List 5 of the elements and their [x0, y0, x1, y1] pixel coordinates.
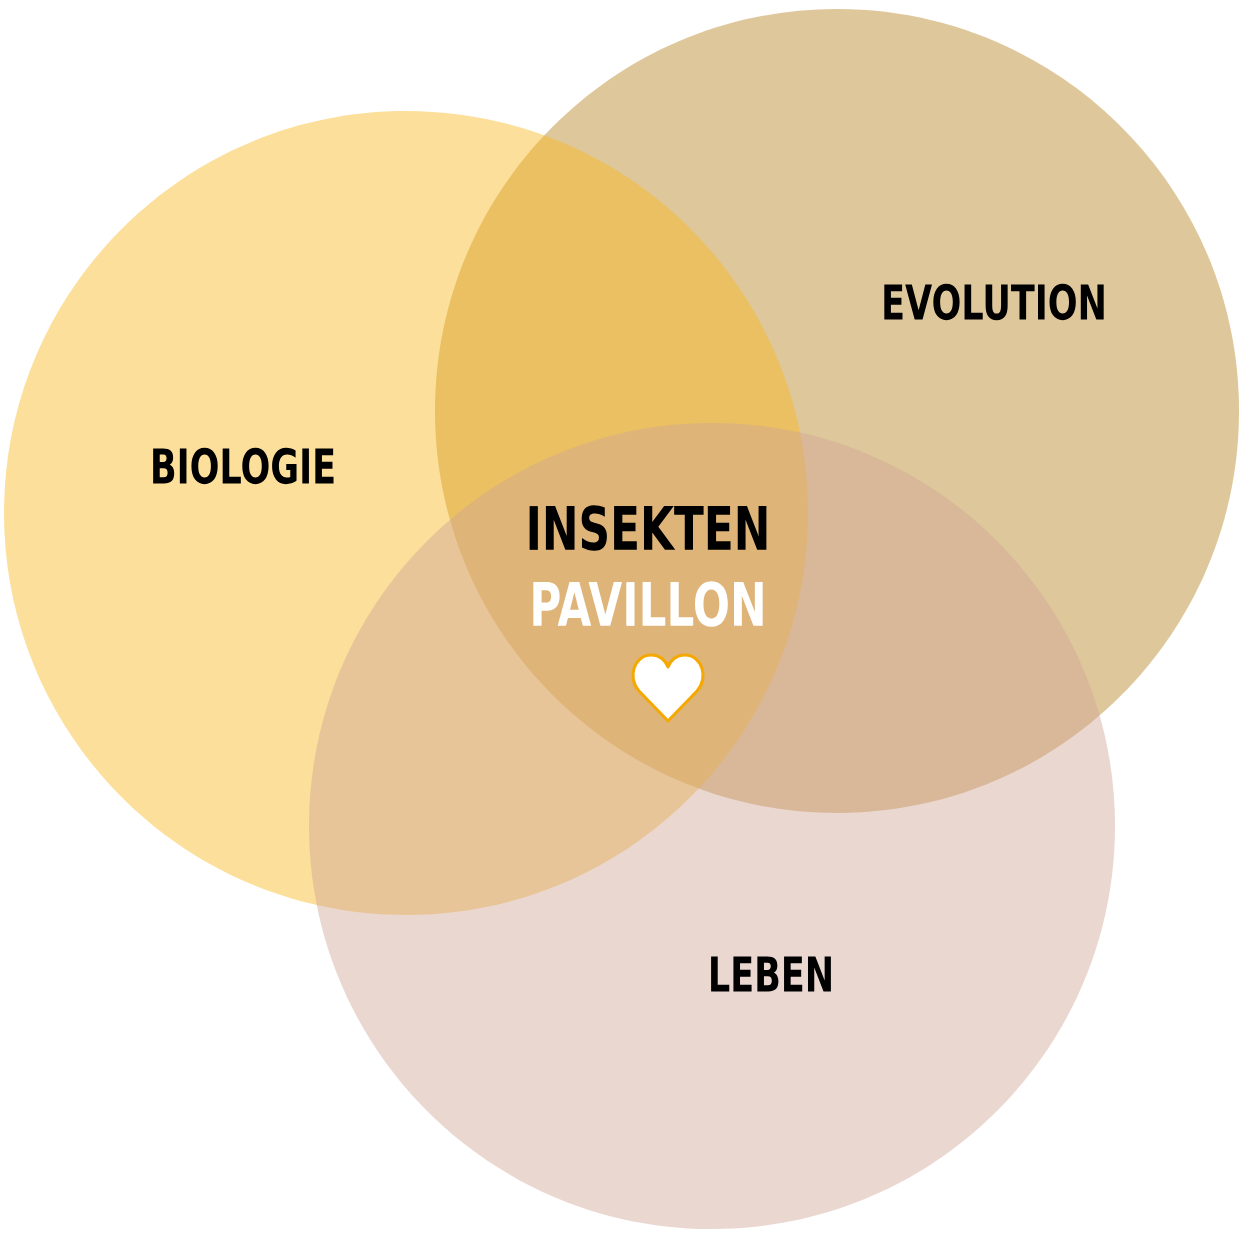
circle-label: LEBEN	[711, 956, 831, 992]
circle-label: EVOLUTION	[884, 283, 1104, 321]
circle-label: BIOLOGIE	[153, 447, 334, 485]
center-title: PAVILLON	[533, 581, 763, 627]
center-title: INSEKTEN	[529, 505, 767, 551]
